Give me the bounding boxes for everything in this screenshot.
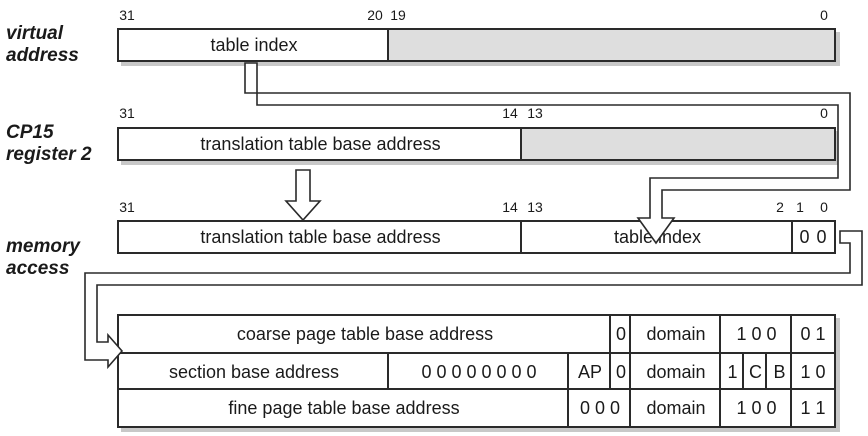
- bit-0: 0: [820, 105, 828, 121]
- field-divider: [629, 390, 631, 426]
- zero-bits-field: 0 0 0 0 0 0 0 0: [421, 361, 537, 382]
- base-address-field: coarse page table base address: [236, 323, 494, 344]
- fine-page-table-row: fine page table base address 0 0 0 domai…: [119, 388, 834, 426]
- virtual-address-register: table index: [117, 28, 836, 62]
- bits-1-0-field: 0 1: [800, 323, 826, 344]
- bit-14: 14: [502, 199, 518, 215]
- low-bits-field: 0 0: [799, 226, 828, 247]
- cp15-register-label: CP15 register 2: [6, 122, 92, 165]
- ap-field: AP: [577, 361, 602, 382]
- reserved-field: [522, 129, 834, 159]
- descriptor-fetch-arrow: [84, 230, 863, 370]
- first-level-descriptor-table: coarse page table base address 0 domain …: [117, 314, 836, 428]
- virtual-address-bit-numbers: 31 20 19 0: [0, 6, 828, 24]
- coarse-page-table-row: coarse page table base address 0 domain …: [119, 316, 834, 352]
- offset-field: [389, 30, 834, 60]
- memory-access-address: translation table base address table ind…: [117, 220, 836, 254]
- field-divider: [790, 390, 792, 426]
- bit9-field: 0: [615, 323, 626, 344]
- bits-1-0-field: 1 0: [800, 361, 826, 382]
- bit-13: 13: [527, 199, 543, 215]
- bit-1: 1: [796, 199, 804, 215]
- field-divider: [567, 390, 569, 426]
- cp15-bit-numbers: 31 14 13 0: [0, 104, 828, 122]
- section-row: section base address 0 0 0 0 0 0 0 0 AP …: [119, 352, 834, 390]
- field-divider: [520, 222, 522, 252]
- field-divider: [629, 354, 631, 390]
- translation-table-base-field: translation table base address: [200, 133, 441, 154]
- bit4-field: 1: [727, 361, 738, 382]
- field-divider: [790, 354, 792, 390]
- b-bit-field: B: [773, 361, 786, 382]
- field-divider: [567, 354, 569, 390]
- field-divider: [629, 316, 631, 352]
- base-address-field: section base address: [168, 361, 340, 382]
- memory-access-bit-numbers: 31 14 13 2 1 0: [0, 198, 828, 216]
- domain-field: domain: [646, 323, 706, 344]
- bit9-field: 0: [615, 361, 626, 382]
- field-divider: [719, 354, 721, 390]
- field-divider: [387, 354, 389, 390]
- bit-31: 31: [119, 199, 135, 215]
- c-bit-field: C: [749, 361, 762, 382]
- field-divider: [719, 316, 721, 352]
- table-index-routing-arrow: [244, 62, 851, 245]
- virtual-address-label: virtual address: [6, 23, 79, 66]
- bit-20: 20: [367, 7, 383, 23]
- domain-field: domain: [646, 397, 706, 418]
- field-divider: [719, 390, 721, 426]
- domain-field: domain: [646, 361, 706, 382]
- field-divider: [520, 129, 522, 159]
- memory-access-label: memory access: [6, 236, 80, 279]
- bit-31: 31: [119, 105, 135, 121]
- field-divider: [387, 30, 389, 60]
- bit-0: 0: [820, 199, 828, 215]
- bit-19: 19: [390, 7, 406, 23]
- field-divider: [742, 354, 744, 390]
- base-address-down-arrow: [284, 169, 322, 222]
- bit-14: 14: [502, 105, 518, 121]
- bits-4-2-field: 1 0 0: [736, 397, 777, 418]
- bit-13: 13: [527, 105, 543, 121]
- bits-1-0-field: 1 1: [800, 397, 826, 418]
- table-index-field: table index: [210, 34, 298, 55]
- bits-4-2-field: 1 0 0: [736, 323, 777, 344]
- field-divider: [790, 316, 792, 352]
- translation-table-base-field: translation table base address: [200, 226, 441, 247]
- bits-11-9-field: 0 0 0: [579, 397, 621, 418]
- bit-2: 2: [776, 199, 784, 215]
- field-divider: [609, 354, 611, 390]
- bit-31: 31: [119, 7, 135, 23]
- field-divider: [765, 354, 767, 390]
- bit-0: 0: [820, 7, 828, 23]
- cp15-register: translation table base address: [117, 127, 836, 161]
- field-divider: [791, 222, 793, 252]
- base-address-field: fine page table base address: [228, 397, 460, 418]
- field-divider: [609, 316, 611, 352]
